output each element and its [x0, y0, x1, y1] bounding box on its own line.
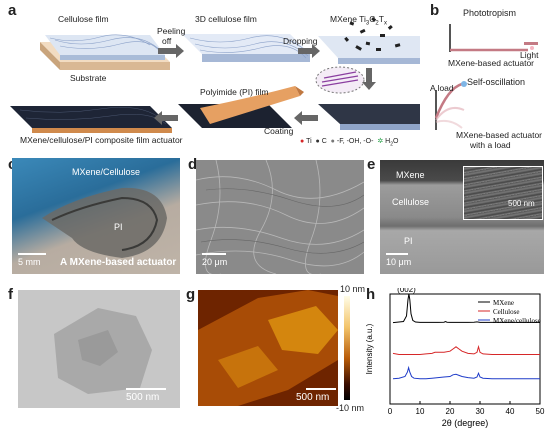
coating-label: Coating	[264, 126, 294, 136]
x-tick-label: 40	[506, 407, 515, 416]
scale-bar-c	[18, 253, 46, 255]
tem-nanosheet-image	[18, 290, 180, 408]
phototropism-label: Phototropism	[463, 8, 517, 18]
sem-cross-section-image	[380, 160, 544, 274]
water-icon: ✲	[377, 138, 384, 145]
structure-legend: ● Ti ● C ● -F, -OH, -O- ✲ H2O	[300, 138, 399, 148]
panel-h-label: h	[366, 286, 376, 303]
pi-label: PI	[114, 222, 123, 232]
groups-dot-icon: ●	[330, 138, 335, 145]
peeling-label-line2: off	[162, 36, 172, 46]
mxene-formula-label: MXene Ti3C2Tx	[330, 14, 387, 27]
legend-label-2: MXene/cellulose	[493, 317, 541, 325]
peak-annotation: (002)	[397, 288, 416, 294]
process-arrows	[154, 44, 376, 125]
x-tick-label: 10	[416, 407, 425, 416]
mxene-dropping-illustration	[318, 16, 420, 64]
scale-label-g: 500 nm	[296, 392, 330, 403]
scale-label-c: 5 mm	[18, 257, 41, 267]
panel-a-label: a	[8, 2, 17, 19]
panel-f-label: f	[8, 286, 13, 303]
composite-actuator-label: MXene/cellulose/PI composite film actuat…	[20, 135, 183, 145]
x-tick-label: 50	[536, 407, 545, 416]
substrate-film-illustration	[40, 34, 170, 70]
scale-label-d: 20 μm	[202, 257, 228, 267]
panel-d-label: d	[188, 156, 198, 173]
afm-height-image	[198, 290, 338, 406]
actuator-load-label-2: with a load	[470, 140, 511, 150]
x-tick-label: 30	[476, 407, 485, 416]
actuator-load-label-1: MXene-based actuator	[456, 130, 542, 140]
panel-g-label: g	[186, 286, 196, 303]
x-axis-label: 2θ (degree)	[442, 418, 489, 428]
self-oscillation-label: Self-oscillation	[467, 77, 526, 87]
ti-dot-icon: ●	[300, 138, 305, 145]
3d-cellulose-film-label: 3D cellulose film	[195, 14, 257, 24]
layer-cellulose-label: Cellulose	[392, 197, 430, 207]
series-line-2	[392, 365, 540, 380]
scale-bar-e	[386, 253, 408, 255]
actuator-caption: A MXene-based actuator	[60, 257, 177, 268]
cellulose-film-label: Cellulose film	[58, 14, 109, 24]
actuator-label: MXene-based actuator	[448, 58, 534, 68]
coated-film-illustration	[318, 104, 420, 130]
scale-label-e: 10 μm	[386, 257, 412, 267]
peeling-label-line1: Peeling	[157, 26, 186, 36]
scale-bar-g	[306, 388, 336, 390]
panel-b-label: b	[430, 2, 440, 19]
mxene-structure-inset	[315, 66, 365, 94]
scale-bar-d	[202, 253, 226, 255]
cross-section-inset	[463, 166, 543, 220]
pi-film-label: Polyimide (PI) film	[200, 87, 269, 97]
panel-e-label: e	[367, 156, 376, 173]
c-dot-icon: ●	[315, 138, 320, 145]
dropping-label: Dropping	[283, 36, 318, 46]
scale-bar-f	[126, 388, 166, 390]
series-line-1	[392, 344, 540, 355]
sem-surface-image	[196, 160, 364, 274]
inset-scale-label: 500 nm	[508, 199, 535, 208]
pi-film-illustration	[178, 86, 304, 128]
cellulose-3d-film-illustration	[182, 34, 310, 62]
load-label: A load	[430, 83, 454, 93]
mxene-cellulose-label: MXene/Cellulose	[72, 167, 141, 177]
legend-label-1: Cellulose	[493, 308, 519, 316]
y-axis-label: Intensity (a.u.)	[365, 323, 374, 374]
load-icon	[461, 81, 467, 87]
panel-b-schematic	[434, 24, 538, 130]
x-tick-label: 0	[388, 407, 393, 416]
composite-actuator-illustration	[10, 106, 172, 133]
substrate-label: Substrate	[70, 73, 107, 83]
light-label: Light	[520, 50, 539, 60]
light-source-icon	[524, 42, 538, 50]
panel-a-schematic	[10, 16, 420, 133]
afm-colorbar	[344, 296, 350, 400]
series-line-0	[392, 293, 540, 324]
scale-label-f: 500 nm	[126, 392, 160, 403]
layer-mxene-label: MXene	[396, 170, 425, 180]
colorbar-top-label: 10 nm	[340, 284, 366, 294]
plot-frame	[389, 293, 541, 405]
colorbar-bottom-label: -10 nm	[336, 403, 365, 413]
x-tick-label: 20	[446, 407, 455, 416]
layer-pi-label: PI	[404, 236, 413, 246]
xrd-chart: 0 10 20 30 40 50 2θ (degree) Intensity (a.u.) (0…	[365, 288, 545, 428]
legend-label-0: MXene	[493, 299, 514, 307]
